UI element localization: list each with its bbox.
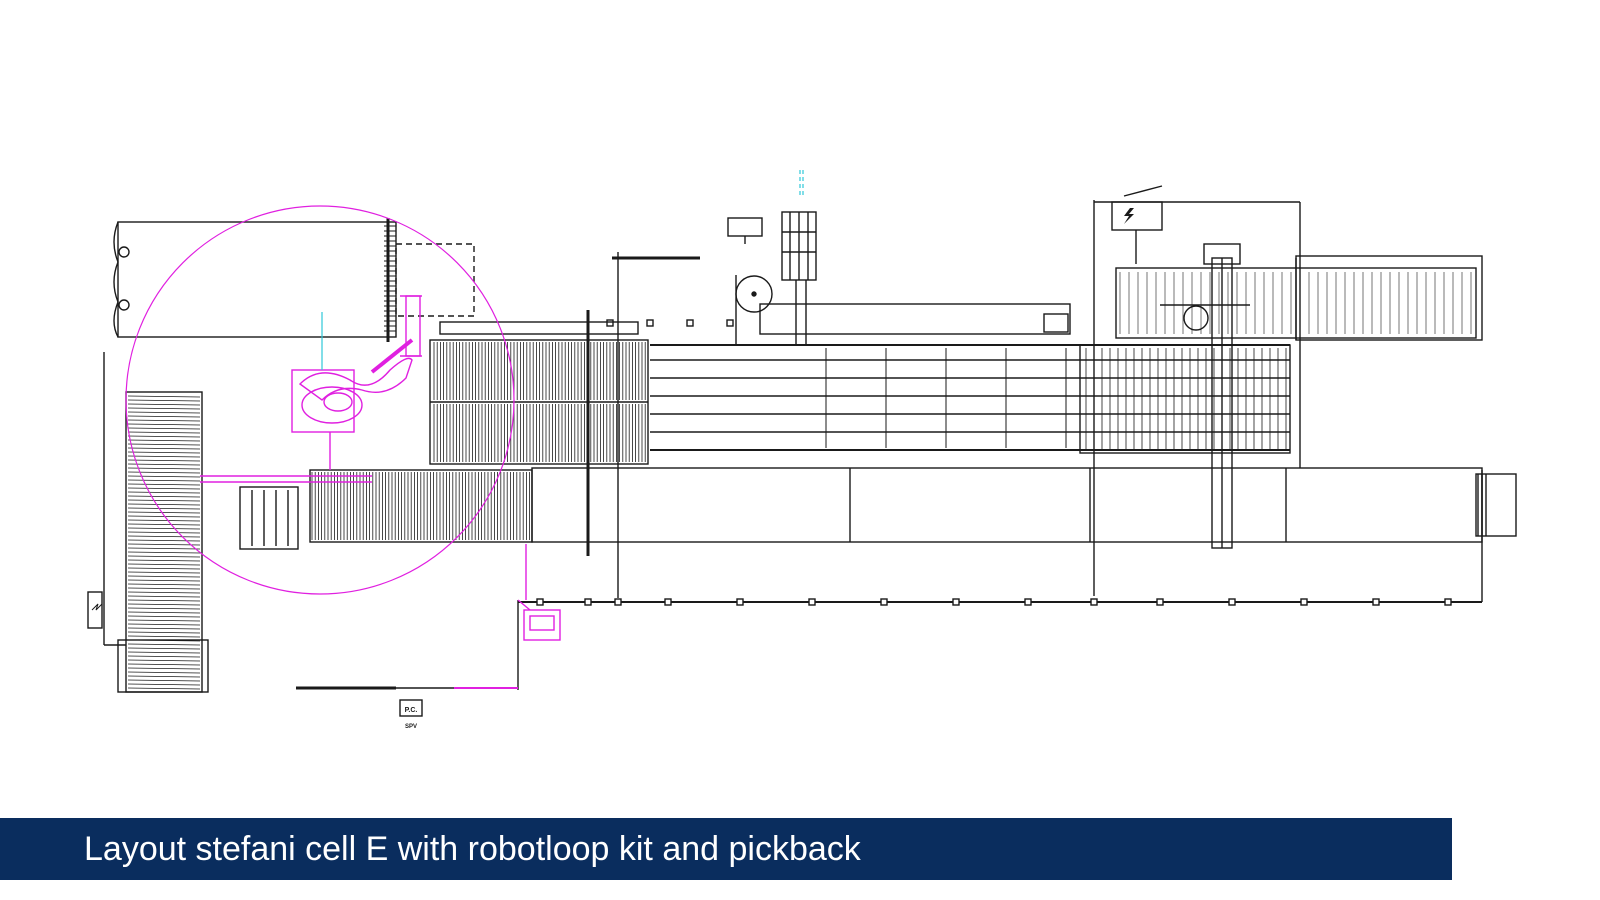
pc-terminal-icon: P.C. SPV — [399, 699, 423, 730]
small-pallet — [239, 486, 299, 550]
bar-transfer-section — [439, 256, 1290, 451]
left-vertical-conveyor — [87, 352, 209, 693]
pickback-conveyor — [1079, 185, 1483, 549]
panel-storage-rack — [113, 218, 475, 342]
central-conveyor-lower — [309, 469, 533, 543]
top-feeder-tower — [727, 211, 817, 345]
central-conveyor-upper — [429, 339, 649, 465]
caption-title: Layout stefani cell E with robotloop kit… — [84, 829, 861, 868]
pc-label: P.C. — [405, 707, 418, 714]
caption-bar: Layout stefani cell E with robotloop kit… — [0, 818, 1452, 880]
lightning-icon — [1124, 208, 1134, 224]
control-line — [296, 600, 519, 690]
main-line-frame — [518, 200, 1517, 606]
robot-group — [125, 205, 561, 689]
accent-lines — [321, 170, 804, 370]
spv-label: SPV — [405, 724, 417, 730]
